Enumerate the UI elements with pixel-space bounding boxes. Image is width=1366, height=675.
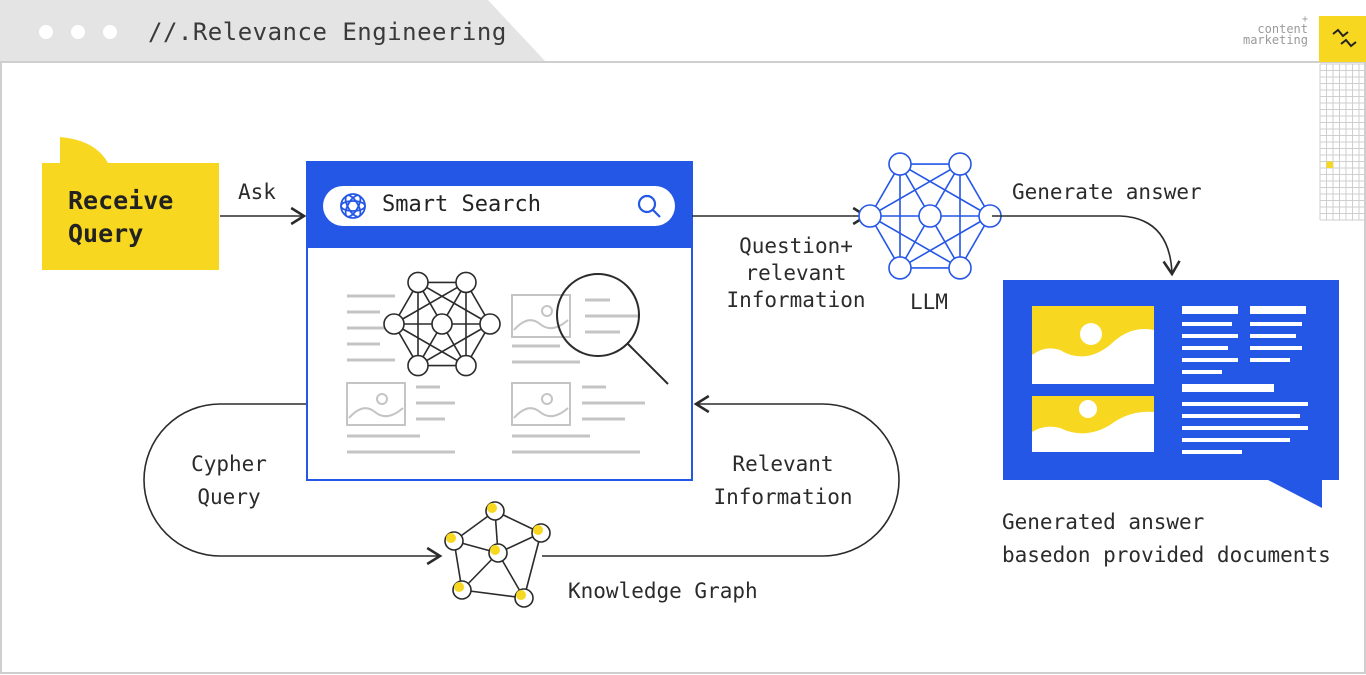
receive-line1: Receive [68, 186, 174, 215]
relevant-line1: Relevant [732, 452, 834, 476]
graph-node-highlight [487, 503, 497, 513]
brand-plus: + [1301, 14, 1308, 25]
receive-query-bubble [42, 137, 219, 270]
relevant-information-label: Relevant Information [706, 448, 860, 514]
neural-network-icon [383, 271, 501, 377]
document-placeholders [346, 294, 645, 454]
network-node [479, 313, 501, 335]
smart-search-window [306, 161, 693, 481]
network-node [455, 271, 477, 294]
generated-answer-document [1003, 280, 1339, 508]
generate-answer-label: Generate answer [1012, 180, 1202, 204]
brand-grid-pattern [1319, 63, 1366, 221]
graph-node-highlight [516, 590, 526, 600]
brand-line2: marketing [1242, 33, 1308, 47]
cypher-query-loop [143, 403, 443, 566]
brand-logo-icon [1319, 16, 1366, 62]
generated-answer-label: Generated answer basedon provided docume… [1002, 506, 1331, 572]
relevant-line2: Information [713, 485, 853, 509]
receive-line2: Query [68, 219, 144, 248]
relevant-information-loop [542, 394, 900, 557]
window-dots [39, 25, 117, 39]
network-node [431, 313, 453, 335]
brand-line1: content [1257, 22, 1308, 36]
knowledge-graph-icon [444, 501, 551, 608]
network-node [858, 204, 882, 228]
graph-node-highlight [454, 582, 464, 592]
graph-node-highlight [533, 525, 543, 535]
openai-icon [340, 193, 366, 219]
cypher-query-label: Cypher Query [176, 448, 282, 514]
generate-answer-arrow [992, 215, 1181, 277]
network-node [948, 256, 972, 280]
network-node [407, 354, 429, 377]
smart-search-label[interactable]: Smart Search [382, 192, 541, 217]
llm-network-icon [858, 152, 1002, 280]
network-node [948, 152, 972, 176]
generated-line1: Generated answer [1002, 510, 1205, 534]
graph-node-highlight [490, 545, 500, 555]
graph-node-highlight [446, 533, 456, 543]
network-node [888, 256, 912, 280]
ask-label: Ask [238, 180, 276, 204]
brand-text: content marketing [1242, 22, 1308, 47]
network-node [918, 204, 942, 228]
page-title: //.Relevance Engineering [148, 18, 507, 46]
network-node [383, 313, 405, 335]
question-line1: Question+ [739, 234, 853, 258]
network-node [407, 271, 429, 294]
cypher-line2: Query [197, 485, 261, 509]
cypher-line1: Cypher [191, 452, 267, 476]
magnifier-icon [556, 273, 669, 385]
network-node [888, 152, 912, 176]
question-label: Question+ relevant Information [712, 233, 880, 314]
question-line3: Information [726, 288, 866, 312]
question-line2: relevant [745, 261, 847, 285]
llm-label: LLM [910, 290, 948, 314]
generated-line2: basedon provided documents [1002, 543, 1331, 567]
receive-query-label: Receive Query [68, 184, 173, 250]
network-node [455, 354, 477, 377]
knowledge-graph-label: Knowledge Graph [568, 579, 758, 603]
search-icon[interactable] [637, 194, 661, 218]
